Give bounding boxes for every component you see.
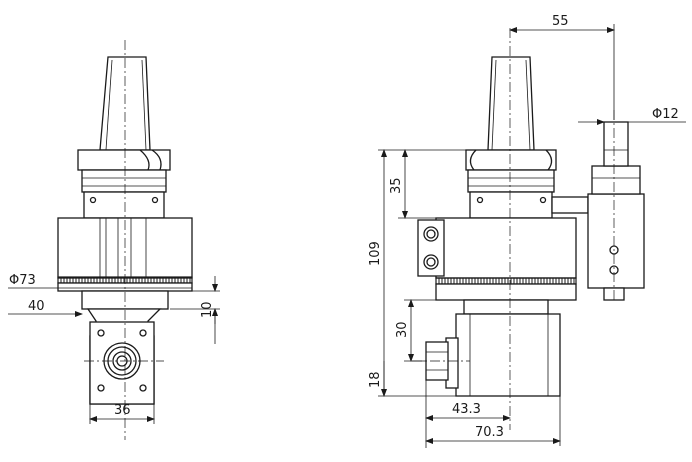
dim-dia73-label: Φ73 (9, 273, 36, 288)
side-angle-head (455, 313, 561, 397)
dim-dia12-label: Φ12 (652, 107, 679, 122)
dim-70-3-label: 70.3 (475, 425, 504, 440)
side-stop-arm (551, 196, 589, 214)
side-main-body (435, 217, 577, 279)
side-stop-pin (603, 121, 629, 167)
side-stop-nut (591, 165, 641, 195)
side-flange-lower (467, 169, 555, 193)
dim-109-label: 109 (368, 241, 383, 266)
side-knurled-ring (435, 277, 577, 285)
dim-10-label: 10 (200, 301, 215, 318)
dim-43-3-label: 43.3 (452, 402, 481, 417)
front-view: Φ73 40 10 36 (8, 40, 220, 440)
front-flange-lower (81, 169, 167, 193)
dim-36-label: 36 (114, 403, 131, 418)
dim-30-label: 30 (395, 321, 410, 338)
side-stop-block (587, 193, 645, 289)
side-taper-shank (487, 56, 535, 151)
side-flange-upper (465, 149, 557, 171)
front-flange-base (83, 191, 165, 219)
dim-18-label: 18 (368, 371, 383, 388)
dim-35-label: 35 (389, 177, 404, 194)
dim-55-label: 55 (552, 14, 569, 29)
side-neck (463, 299, 549, 315)
dim-40-label: 40 (28, 299, 45, 314)
side-view: 55 Φ12 35 109 30 18 43.3 70.3 (368, 14, 686, 448)
side-coolant-block (417, 219, 445, 277)
side-flange-base (469, 191, 553, 219)
